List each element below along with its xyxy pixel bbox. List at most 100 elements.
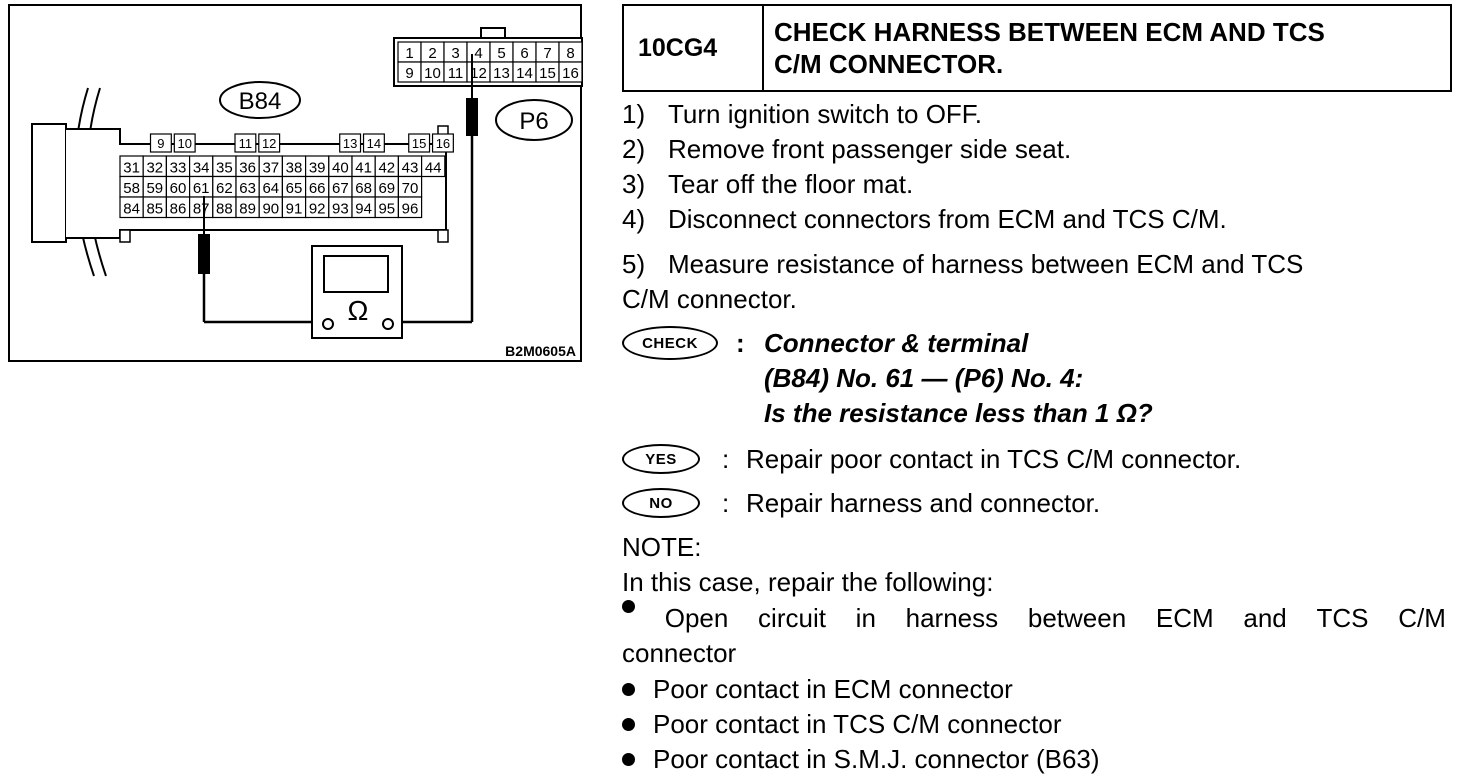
- b84-terminal-61-label: 61: [193, 180, 210, 197]
- b84-terminal-44-label: 44: [425, 160, 442, 177]
- b84-terminal-36-label: 36: [239, 160, 256, 177]
- note-item-1-word: circuit: [758, 603, 826, 633]
- note-item-1-word: harness: [905, 603, 999, 633]
- b84-terminal-14-label: 14: [367, 136, 381, 151]
- procedure-title: CHECK HARNESS BETWEEN ECM AND TCS C/M CO…: [774, 17, 1325, 79]
- p6-label: P6: [519, 108, 548, 135]
- b84-terminal-44-cell: [421, 155, 446, 178]
- yes-colon: :: [722, 444, 730, 474]
- check-line-2: (B84) No. 61 — (P6) No. 4:: [764, 363, 1084, 393]
- b84-terminal-10-label: 10: [177, 136, 191, 151]
- b84-terminal-59-label: 59: [146, 180, 163, 197]
- b84-terminal-91-label: 91: [286, 201, 303, 218]
- b84-terminal-65-label: 65: [286, 180, 303, 197]
- probe-b84: [198, 234, 210, 274]
- b84-terminal-12-cell: [258, 133, 281, 153]
- step-num: 1): [622, 99, 646, 129]
- b84-terminal-32-label: 32: [146, 160, 163, 177]
- b84-terminal-9-cell: [149, 133, 172, 153]
- note-item-1-continued: connector: [622, 638, 737, 668]
- b84-terminal-9-label: 9: [157, 136, 164, 151]
- note-item-4: Poor contact in S.M.J. connector (B63): [622, 743, 1100, 775]
- step-2: 2) Remove front passenger side seat.: [622, 133, 1071, 165]
- b84-terminal-66-label: 66: [309, 180, 326, 197]
- figure-id: B2M0605A: [505, 343, 576, 359]
- b84-label-oval: [219, 81, 301, 119]
- step-5-continued: C/M connector.: [622, 284, 797, 314]
- step-num: 3): [622, 169, 646, 199]
- p6-terminal-14-label: 14: [516, 65, 533, 82]
- b84-terminal-88-label: 88: [216, 201, 233, 218]
- p6-terminal-13-label: 13: [493, 65, 510, 82]
- note-item-2: Poor contact in ECM connector: [622, 673, 1013, 705]
- b84-terminal-63-label: 63: [239, 180, 256, 197]
- b84-terminal-85-label: 85: [146, 201, 163, 218]
- note-item-1-word: C/M: [1398, 603, 1446, 633]
- b84-terminal-41-label: 41: [355, 160, 372, 177]
- b84-terminal-94-label: 94: [355, 201, 372, 218]
- check-badge: CHECK: [622, 326, 718, 360]
- p6-terminal-16-label: 16: [562, 65, 579, 82]
- p6-terminal-12-label: 12: [470, 65, 487, 82]
- note-label: NOTE:: [622, 532, 702, 562]
- b84-terminal-42-label: 42: [378, 160, 395, 177]
- b84-terminal-86-label: 86: [170, 201, 187, 218]
- b84-terminal-40-label: 40: [332, 160, 349, 177]
- ohmmeter-terminal-left: [322, 318, 334, 330]
- check-colon: :: [736, 328, 745, 358]
- b84-terminal-70-label: 70: [402, 180, 419, 197]
- p6-terminal-4-label: 4: [474, 45, 482, 62]
- step-4: 4)Disconnect connectors from ECM and TCS…: [622, 203, 1227, 235]
- b84-terminal-92-label: 92: [309, 201, 326, 218]
- b84-terminal-39-label: 39: [309, 160, 326, 177]
- bullet-icon: [622, 682, 635, 696]
- b84-terminal-95-label: 95: [378, 201, 395, 218]
- b84-terminal-67-label: 67: [332, 180, 349, 197]
- b84-terminal-84-label: 84: [123, 201, 140, 218]
- note-item-3: Poor contact in TCS C/M connector: [622, 708, 1061, 740]
- step-num: 5): [622, 249, 646, 279]
- b84-terminal-13-cell: [339, 133, 362, 153]
- b84-terminal-10-cell: [173, 133, 196, 153]
- p6-terminal-7-label: 7: [543, 45, 551, 62]
- b84-terminal-93-label: 93: [332, 201, 349, 218]
- bullet-icon: [622, 752, 635, 766]
- b84-terminal-62-label: 62: [216, 180, 233, 197]
- b84-terminal-68-label: 68: [355, 180, 372, 197]
- b84-terminal-11-cell: [234, 133, 257, 153]
- note-item-1-word: in: [855, 603, 876, 633]
- ohm-icon: Ω: [348, 295, 369, 326]
- note-intro: In this case, repair the following:: [622, 567, 994, 597]
- b84-terminal-38-label: 38: [286, 160, 303, 177]
- b84-terminal-15-cell: [408, 133, 431, 153]
- b84-terminal-35-label: 35: [216, 160, 233, 177]
- b84-label: B84: [239, 88, 282, 115]
- b84-terminal-33-label: 33: [170, 160, 187, 177]
- b84-terminal-43-label: 43: [402, 160, 419, 177]
- b84-terminal-87-label: 87: [193, 201, 210, 218]
- b84-terminal-12-label: 12: [262, 136, 276, 151]
- step-text: Measure resistance of harness between EC…: [668, 249, 1304, 279]
- step-text: Remove front passenger side seat.: [668, 134, 1072, 164]
- p6-key: [480, 27, 506, 39]
- b84-terminal-14-cell: [362, 133, 385, 153]
- b84-terminal-16-label: 16: [436, 136, 450, 151]
- b84-terminal-13-label: 13: [343, 136, 357, 151]
- b84-terminal-69-label: 69: [378, 180, 395, 197]
- step-text: Disconnect connectors from ECM and TCS C…: [668, 204, 1227, 234]
- bullet-icon: [622, 600, 635, 613]
- p6-terminal-11-label: 11: [448, 65, 464, 82]
- b84-terminal-11-label: 11: [239, 136, 253, 151]
- note-item-1-word: TCS: [1316, 603, 1369, 633]
- step-num: 2): [622, 134, 646, 164]
- p6-label-oval: [495, 99, 573, 141]
- p6-terminal-9-label: 9: [405, 65, 413, 82]
- bullet-icon: [622, 717, 635, 731]
- b84-terminal-37-label: 37: [262, 160, 279, 177]
- b84-terminal-64-label: 64: [262, 180, 279, 197]
